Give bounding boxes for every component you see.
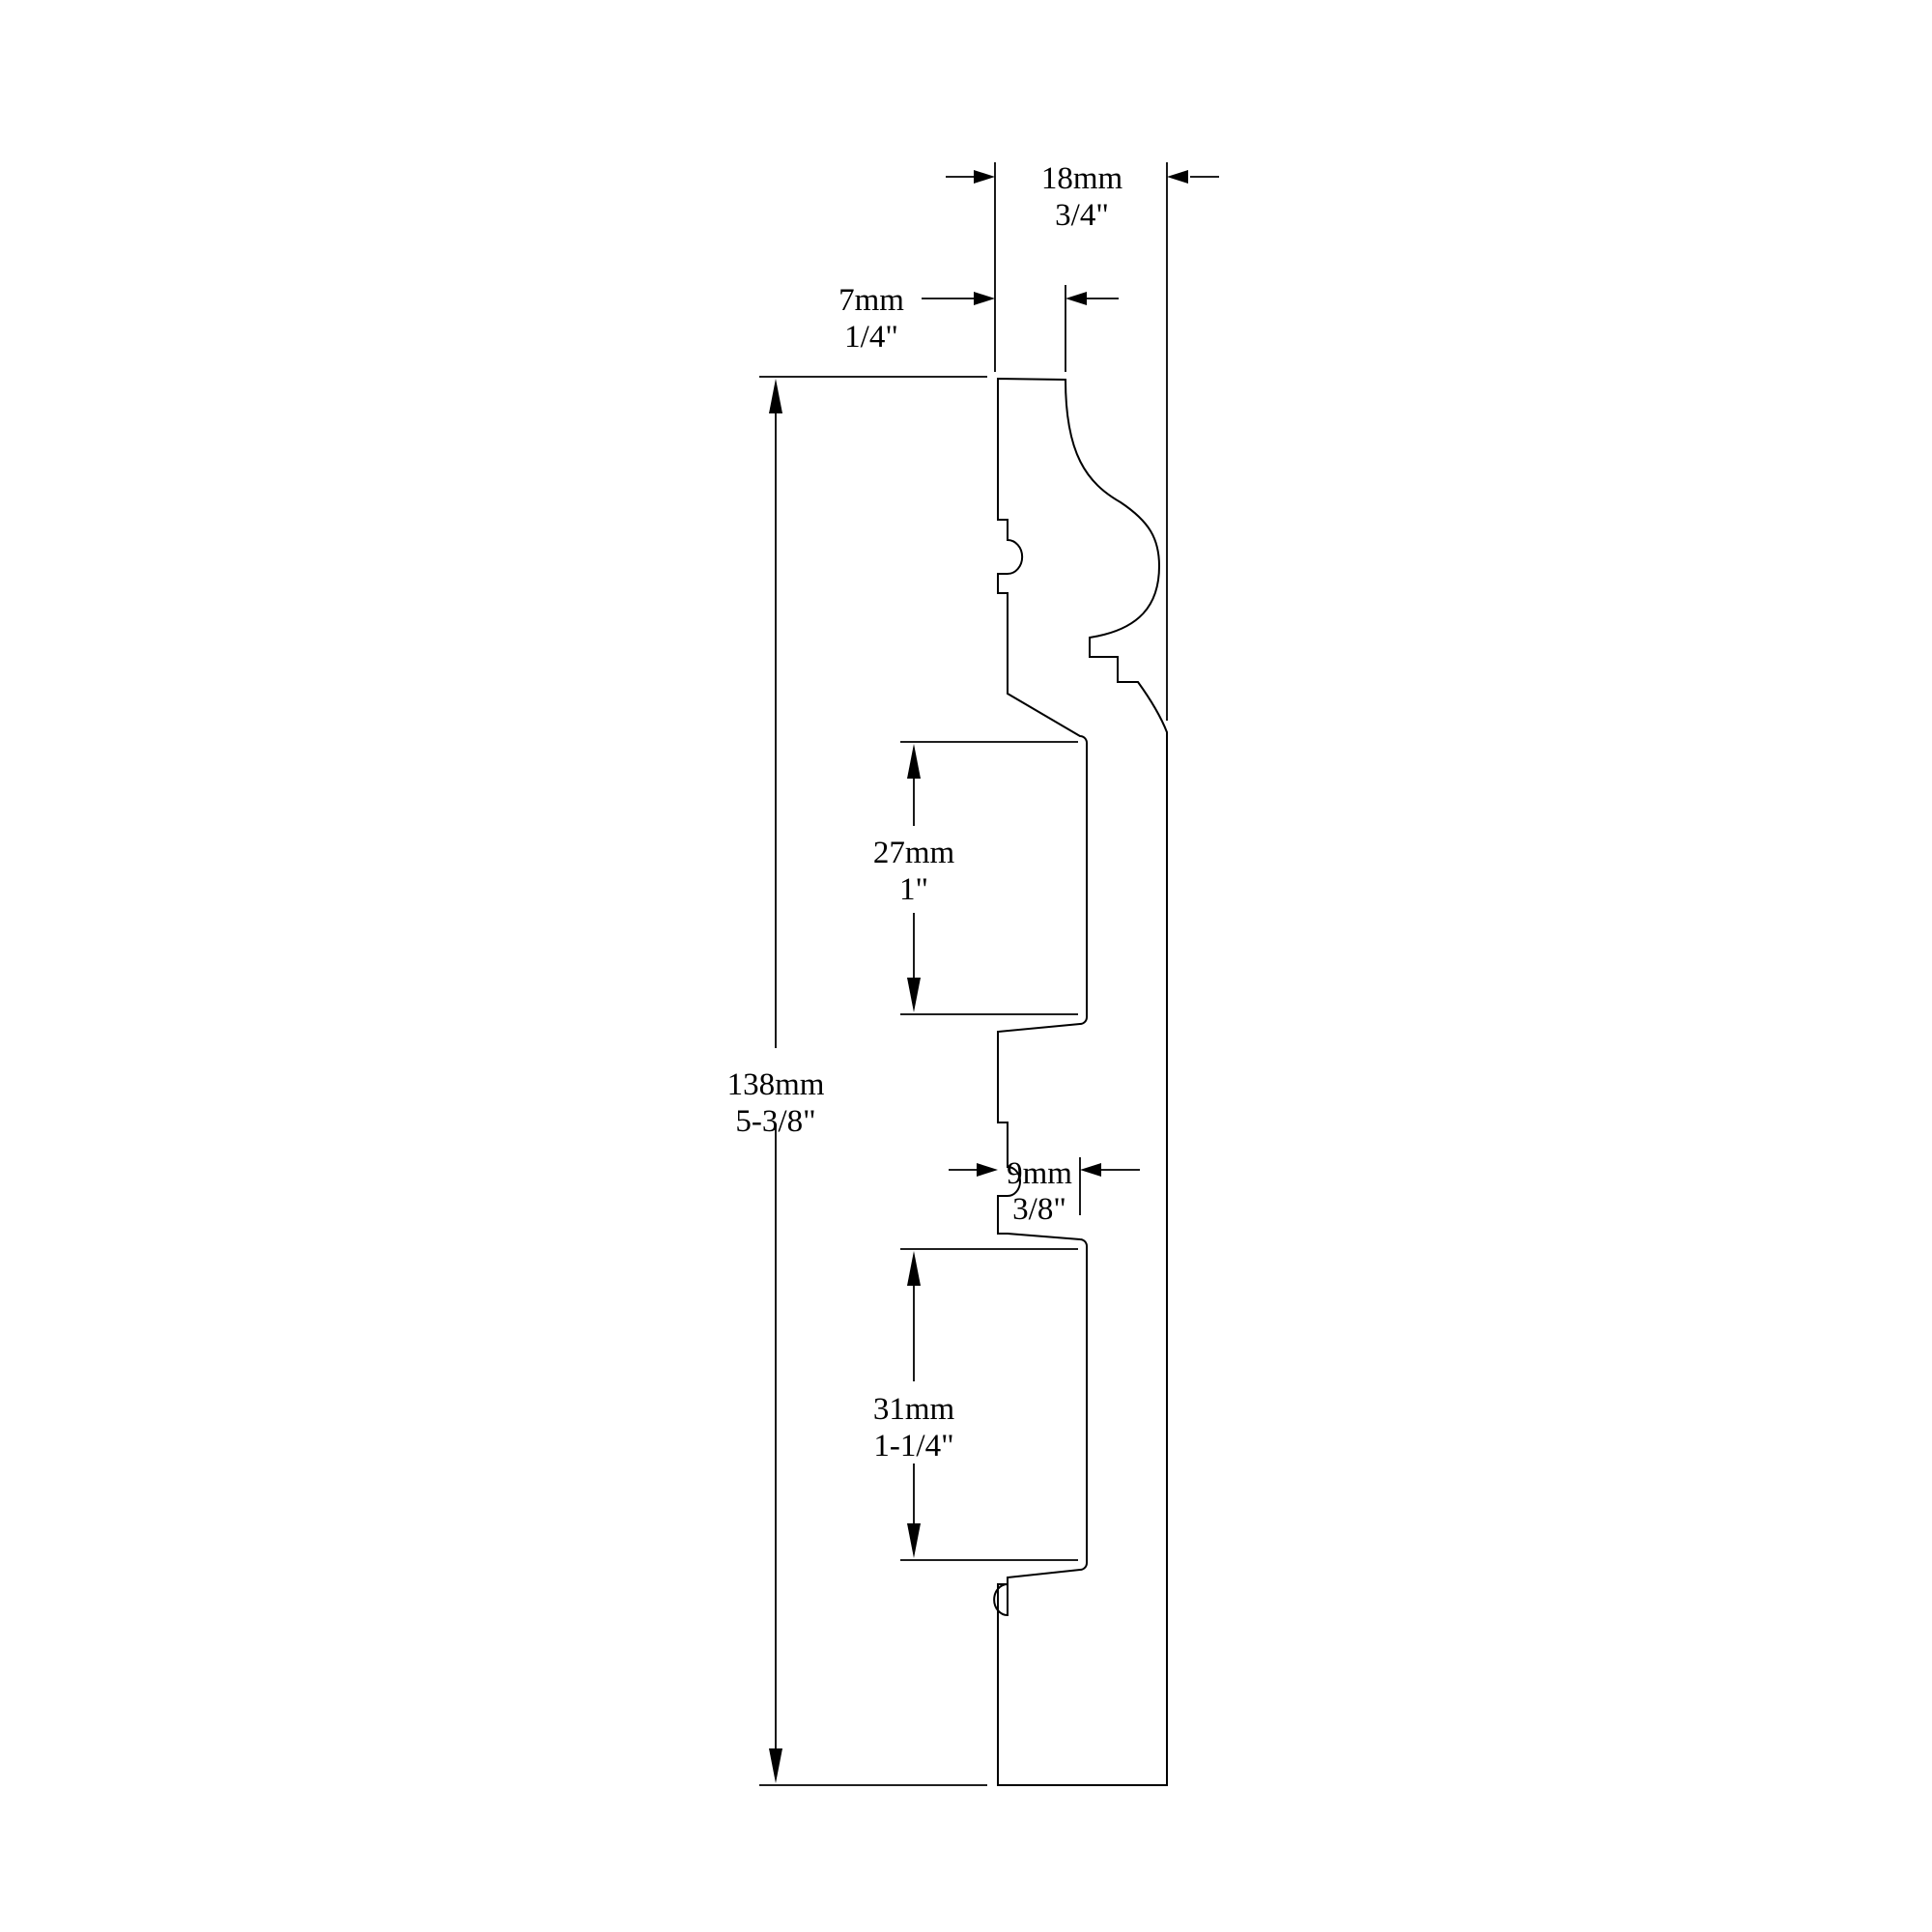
arrow-left bbox=[1167, 170, 1188, 184]
dim-label-metric: 27mm bbox=[873, 836, 955, 870]
arrow-down bbox=[907, 978, 921, 1012]
arrow-right bbox=[974, 292, 995, 305]
arrow-right bbox=[974, 170, 995, 184]
dim-label-imperial: 1-1/4" bbox=[873, 1429, 953, 1463]
arrow-up bbox=[907, 1251, 921, 1286]
arrow-right bbox=[977, 1163, 998, 1177]
arrow-down bbox=[907, 1523, 921, 1558]
profile-outline bbox=[993, 377, 1168, 1786]
arrow-left bbox=[1065, 292, 1087, 305]
dim-lower-recess: 31mm 1-1/4" bbox=[873, 1248, 1078, 1561]
dim-label-imperial: 3/4" bbox=[1055, 198, 1109, 233]
dim-overall-height: 138mm 5-3/8" bbox=[727, 376, 987, 1786]
dim-label-imperial: 1/4" bbox=[844, 320, 898, 355]
dim-overall-width: 18mm 3/4" bbox=[946, 161, 1219, 721]
arrow-up bbox=[769, 379, 782, 413]
dim-label-metric: 9mm bbox=[1007, 1156, 1072, 1191]
arrow-down bbox=[769, 1748, 782, 1783]
dim-label-imperial: 3/8" bbox=[1012, 1192, 1066, 1227]
dim-label-imperial: 5-3/8" bbox=[735, 1104, 815, 1139]
dim-label-metric: 31mm bbox=[873, 1392, 955, 1427]
dim-label-metric: 7mm bbox=[838, 283, 904, 318]
arrow-left bbox=[1080, 1163, 1101, 1177]
dim-top-step: 7mm 1/4" bbox=[838, 283, 1119, 372]
arrow-up bbox=[907, 744, 921, 779]
dim-label-metric: 138mm bbox=[727, 1067, 825, 1102]
dim-middle-thickness: 9mm 3/8" bbox=[949, 1156, 1140, 1227]
dim-label-imperial: 1" bbox=[899, 872, 928, 907]
dim-label-metric: 18mm bbox=[1041, 161, 1123, 196]
dim-upper-recess: 27mm 1" bbox=[873, 741, 1078, 1015]
